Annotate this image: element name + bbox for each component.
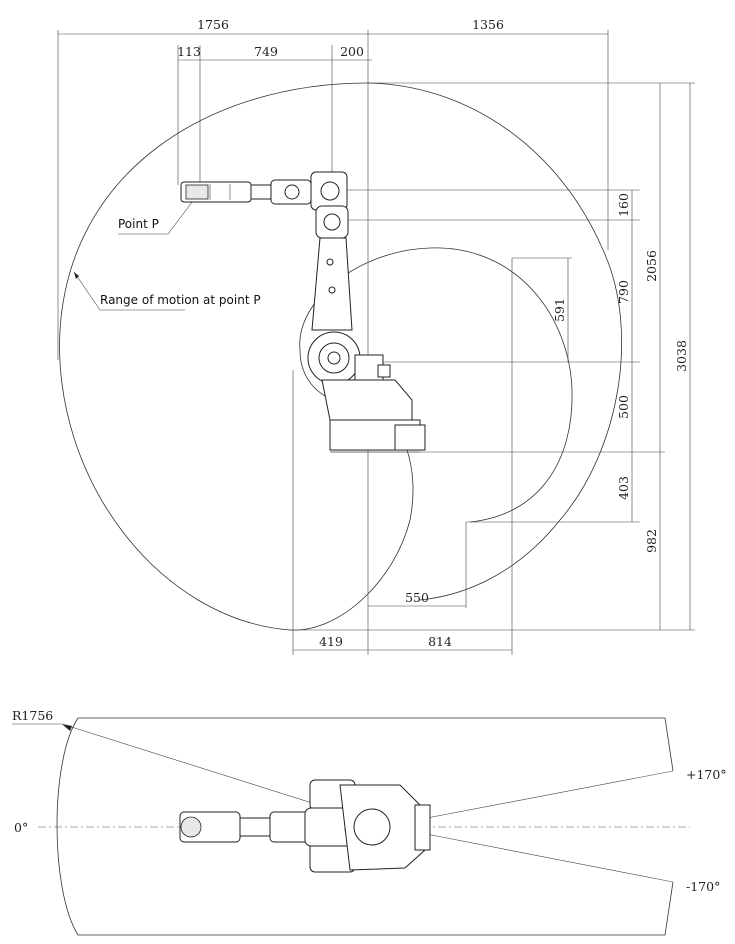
robot-side-silhouette	[180, 171, 426, 453]
dim-419: 419	[319, 634, 343, 649]
dim-113: 113	[177, 44, 201, 59]
dim-2056: 2056	[644, 250, 659, 282]
point-p-label: Point P	[118, 217, 159, 231]
dim-591: 591	[552, 298, 567, 322]
dim-550: 550	[405, 590, 429, 605]
robot-top-silhouette	[179, 779, 431, 873]
dim-749: 749	[254, 44, 278, 59]
dim-814: 814	[428, 634, 452, 649]
dim-500: 500	[616, 395, 631, 419]
angle-zero-label: 0°	[14, 820, 28, 835]
dim-200: 200	[340, 44, 364, 59]
range-of-motion-label: Range of motion at point P	[100, 293, 261, 307]
dim-1756: 1756	[197, 17, 229, 32]
radius-label: R1756	[12, 708, 53, 723]
angle-neg-label: -170°	[686, 879, 720, 894]
top-view-envelope	[56, 717, 674, 936]
dim-982: 982	[644, 529, 659, 553]
outer-motion-envelope	[59, 82, 414, 631]
side-view: 1756 1356 113 749 200 160 2056 790 591 3…	[57, 17, 695, 655]
dim-160: 160	[616, 193, 631, 217]
dim-1356: 1356	[472, 17, 504, 32]
dim-790: 790	[616, 280, 631, 304]
dim-3038: 3038	[674, 340, 689, 372]
angle-pos-label: +170°	[686, 767, 727, 782]
dim-403: 403	[616, 476, 631, 500]
top-view: R1756 0° +170° -170°	[12, 708, 727, 936]
